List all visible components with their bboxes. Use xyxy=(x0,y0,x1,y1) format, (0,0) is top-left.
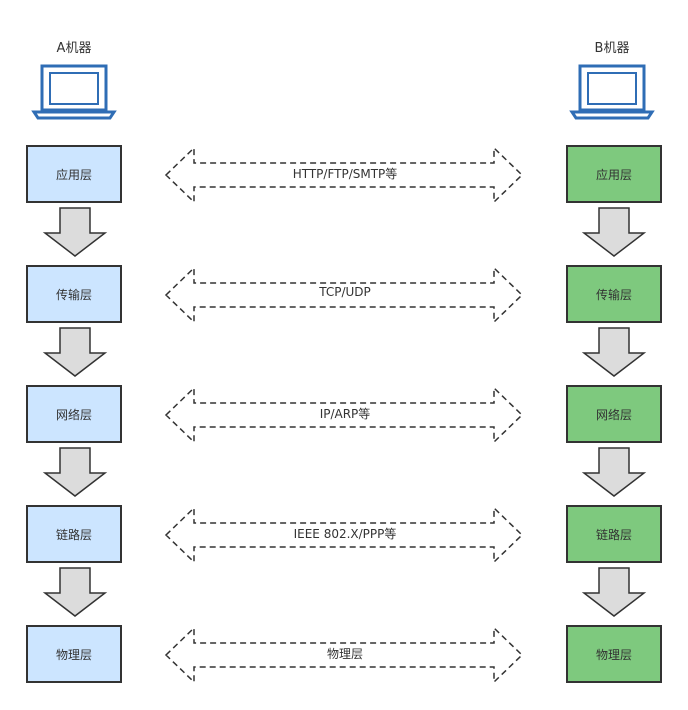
machine-a-application-layer: 应用层 xyxy=(26,145,122,203)
down-arrow-icon-b-2 xyxy=(581,327,647,377)
machine-b-physical-layer: 物理层 xyxy=(566,625,662,683)
down-arrow-icon-b-3 xyxy=(581,447,647,497)
down-arrow-icon-a-4 xyxy=(42,567,108,617)
machine-a-link-layer: 链路层 xyxy=(26,505,122,563)
protocol-label-application: HTTP/FTP/SMTP等 xyxy=(292,167,398,181)
protocol-label-physical: 物理层 xyxy=(326,647,363,661)
laptop-icon-a xyxy=(31,64,117,120)
machine-b-network-layer: 网络层 xyxy=(566,385,662,443)
protocol-label-network: IP/ARP等 xyxy=(319,407,371,421)
machine-a-network-layer: 网络层 xyxy=(26,385,122,443)
down-arrow-icon-b-1 xyxy=(581,207,647,257)
down-arrow-icon-a-3 xyxy=(42,447,108,497)
machine-b-label: B机器 xyxy=(594,41,630,56)
machine-b-transport-layer: 传输层 xyxy=(566,265,662,323)
machine-a-transport-layer: 传输层 xyxy=(26,265,122,323)
protocol-label-link: IEEE 802.X/PPP等 xyxy=(293,527,397,541)
down-arrow-icon-a-1 xyxy=(42,207,108,257)
protocol-label-transport: TCP/UDP xyxy=(319,285,371,299)
machine-b-application-layer: 应用层 xyxy=(566,145,662,203)
laptop-icon-b xyxy=(569,64,655,120)
machine-a-label: A机器 xyxy=(56,41,92,56)
down-arrow-icon-a-2 xyxy=(42,327,108,377)
down-arrow-icon-b-4 xyxy=(581,567,647,617)
machine-b-link-layer: 链路层 xyxy=(566,505,662,563)
machine-a-physical-layer: 物理层 xyxy=(26,625,122,683)
